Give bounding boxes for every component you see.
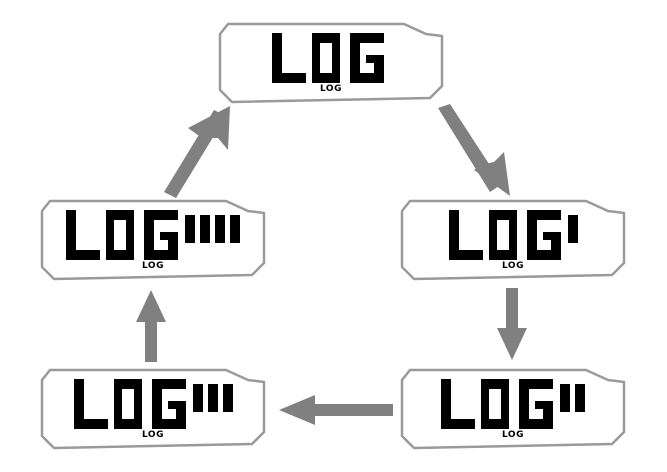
- lcd-text-log: [441, 378, 553, 429]
- signal-bars: [192, 383, 233, 412]
- signal-bar: [560, 383, 570, 412]
- signal-bar: [192, 383, 203, 412]
- signal-bars: [185, 214, 240, 243]
- device-screen: LOG: [400, 199, 626, 281]
- signal-bar: [185, 214, 195, 243]
- lcd-text-log: [271, 32, 384, 83]
- arrow-top-to-right-icon: [430, 104, 520, 200]
- device-caption: LOG: [502, 429, 524, 440]
- lcd-text-log: [448, 209, 561, 260]
- signal-bar: [230, 214, 240, 243]
- device-log-3[interactable]: LOG: [40, 368, 266, 450]
- arrow-left-to-upper-left-icon: [134, 288, 168, 362]
- arrow-bottom-to-left-icon: [277, 392, 393, 428]
- arrow-right-to-bottom-icon: [495, 288, 529, 362]
- device-screen: LOG: [400, 368, 626, 450]
- signal-bar: [200, 214, 210, 243]
- lcd-row: [66, 209, 240, 260]
- device-caption: LOG: [142, 260, 164, 271]
- lcd-text-log: [73, 378, 186, 429]
- lcd-row: [448, 209, 578, 260]
- device-log-2[interactable]: LOG: [400, 368, 626, 450]
- arrow-upper-left-to-top-icon: [160, 104, 240, 200]
- signal-bar: [575, 383, 585, 412]
- lcd-row: [271, 32, 391, 83]
- signal-bar: [215, 214, 225, 243]
- signal-bar: [222, 383, 233, 412]
- lcd-text-log: [66, 209, 178, 260]
- signal-bars: [560, 383, 585, 412]
- lcd-row: [73, 378, 233, 429]
- device-caption: LOG: [142, 429, 164, 440]
- lcd-row: [441, 378, 585, 429]
- device-log-0[interactable]: LOG: [218, 22, 444, 104]
- device-log-1[interactable]: LOG: [400, 199, 626, 281]
- signal-bar: [567, 214, 578, 243]
- device-screen: LOG: [218, 22, 444, 104]
- device-screen: LOG: [40, 199, 266, 281]
- device-caption: LOG: [502, 260, 524, 271]
- device-caption: LOG: [320, 83, 342, 94]
- signal-bars: [567, 214, 578, 243]
- device-log-4[interactable]: LOG: [40, 199, 266, 281]
- signal-bar: [207, 383, 218, 412]
- device-screen: LOG: [40, 368, 266, 450]
